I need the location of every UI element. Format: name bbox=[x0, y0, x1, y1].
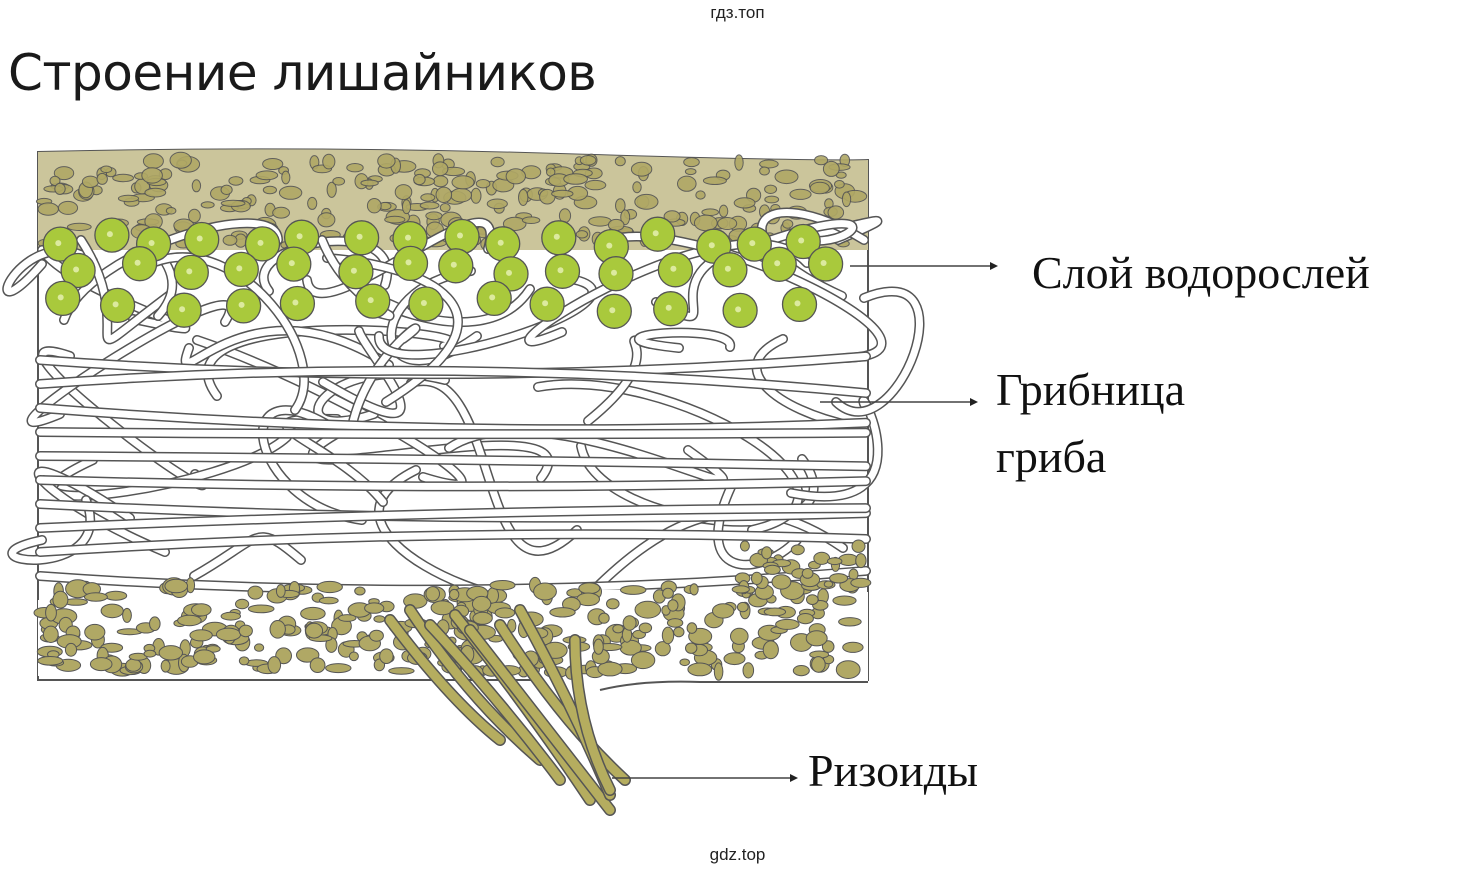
label-algae-layer: Слой водорослей bbox=[1032, 247, 1370, 298]
watermark-top: гдз.топ bbox=[710, 3, 765, 22]
algae-cell-layer bbox=[42, 216, 844, 329]
label-rhizoids: Ризоиды bbox=[808, 745, 979, 796]
page-title: Строение лишайников bbox=[8, 44, 597, 102]
lower-cortex-layer bbox=[33, 539, 872, 691]
label-pointer-lines bbox=[612, 262, 998, 782]
watermark-bottom: gdz.top bbox=[709, 845, 766, 864]
rhizoid-bundle bbox=[384, 604, 631, 816]
